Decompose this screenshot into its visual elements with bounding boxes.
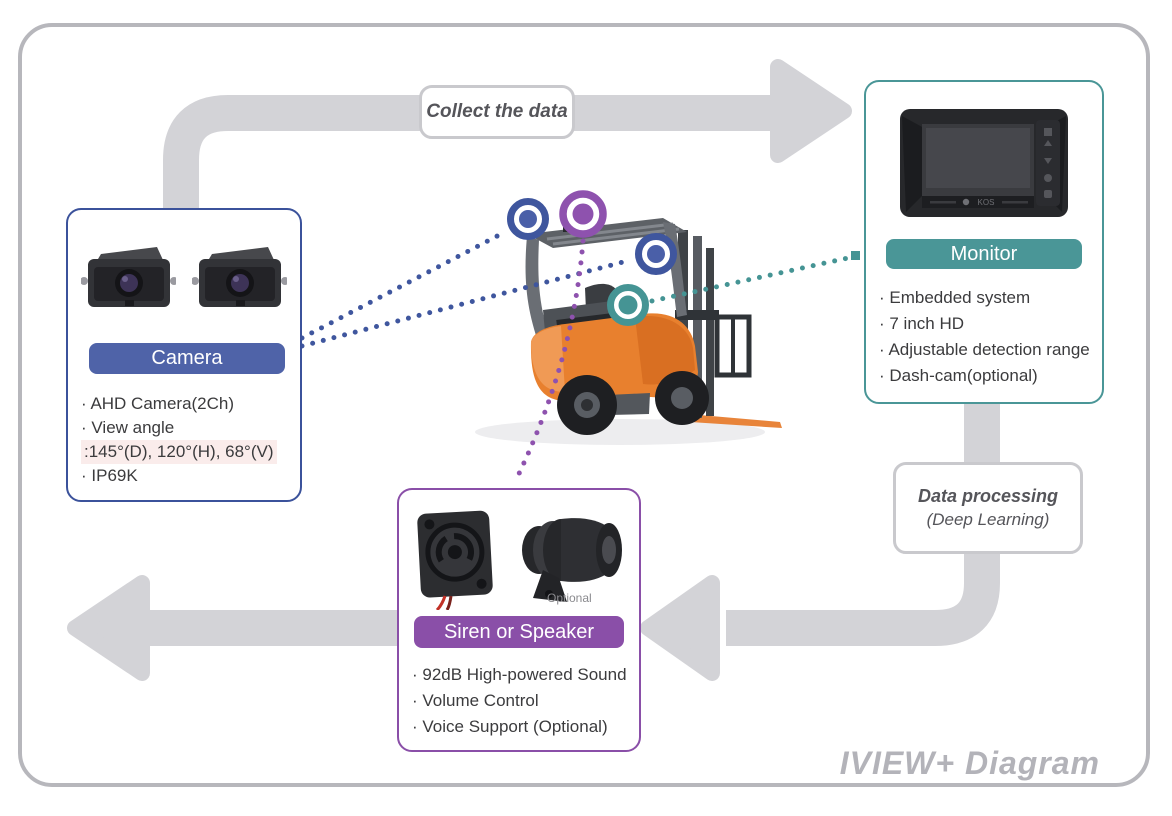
camera-photo-2 bbox=[192, 247, 287, 307]
mount-markers bbox=[507, 190, 677, 326]
monitor-spec-item: · 7 inch HD bbox=[879, 314, 965, 333]
dotted-line-monitor bbox=[649, 255, 851, 304]
camera-spec-item: · View angle bbox=[81, 418, 175, 437]
dotted-line-camera-1 bbox=[299, 229, 508, 341]
arrowhead-right bbox=[770, 59, 852, 163]
outer-frame bbox=[18, 23, 1150, 787]
monitor-title-badge: Monitor bbox=[886, 239, 1082, 269]
camera-photo-1 bbox=[81, 247, 176, 307]
monitor-photo: KOS bbox=[900, 109, 1068, 217]
arrowhead-left-mid bbox=[640, 575, 720, 681]
siren-photo bbox=[417, 510, 493, 610]
forklift-illustration bbox=[435, 192, 795, 457]
monitor-image: KOS bbox=[866, 106, 1102, 221]
dotted-line-siren bbox=[512, 238, 586, 485]
monitor-spec-item: · Embedded system bbox=[879, 288, 1031, 307]
camera-panel: Camera · AHD Camera(2Ch) · View angle :1… bbox=[66, 208, 302, 502]
optional-label: Optional bbox=[547, 591, 592, 605]
siren-panel: Optional Siren or Speaker · 92dB High-po… bbox=[397, 488, 641, 752]
camera-spec-list: · AHD Camera(2Ch) · View angle :145°(D),… bbox=[81, 392, 277, 488]
forklift-shadow bbox=[475, 419, 765, 445]
arrowhead-left-bottom bbox=[67, 575, 150, 681]
camera-title-badge: Camera bbox=[89, 343, 285, 374]
monitor-spec-item: · Adjustable detection range bbox=[879, 340, 1090, 359]
siren-images bbox=[399, 506, 639, 610]
siren-spec-list: · 92dB High-powered Sound · Volume Contr… bbox=[412, 662, 627, 740]
diagram-caption: IVIEW+ Diagram bbox=[839, 745, 1100, 781]
monitor-spec-list: · Embedded system · 7 inch HD · Adjustab… bbox=[879, 285, 1090, 389]
data-processing-label: Data processing (Deep Learning) bbox=[893, 462, 1083, 554]
monitor-logo-text: KOS bbox=[978, 198, 995, 207]
siren-spec-item: · Volume Control bbox=[412, 691, 539, 710]
siren-spec-item: · Voice Support (Optional) bbox=[412, 717, 608, 736]
monitor-panel: KOS Monitor · Embedded system · 7 inch H… bbox=[864, 80, 1104, 404]
monitor-spec-item: · Dash-cam(optional) bbox=[879, 366, 1038, 385]
siren-title-badge: Siren or Speaker bbox=[414, 616, 624, 648]
camera-images bbox=[68, 240, 300, 318]
collect-data-label: Collect the data bbox=[419, 85, 575, 139]
camera-spec-item-highlighted: :145°(D), 120°(H), 68°(V) bbox=[81, 440, 277, 464]
speaker-photo bbox=[522, 518, 622, 602]
monitor-link-terminal bbox=[851, 251, 860, 260]
siren-spec-item: · 92dB High-powered Sound bbox=[412, 665, 627, 684]
camera-spec-item: · AHD Camera(2Ch) bbox=[81, 394, 235, 413]
arrow-band-camera-to-monitor bbox=[163, 95, 772, 216]
arrow-band-monitor-to-siren bbox=[726, 396, 1000, 646]
data-processing-text: Data processing bbox=[917, 486, 1059, 506]
dotted-line-camera-2 bbox=[299, 257, 634, 349]
camera-spec-item: · IP69K bbox=[81, 466, 138, 485]
deep-learning-text: (Deep Learning) bbox=[926, 510, 1050, 529]
collect-data-text: Collect the data bbox=[426, 101, 568, 122]
